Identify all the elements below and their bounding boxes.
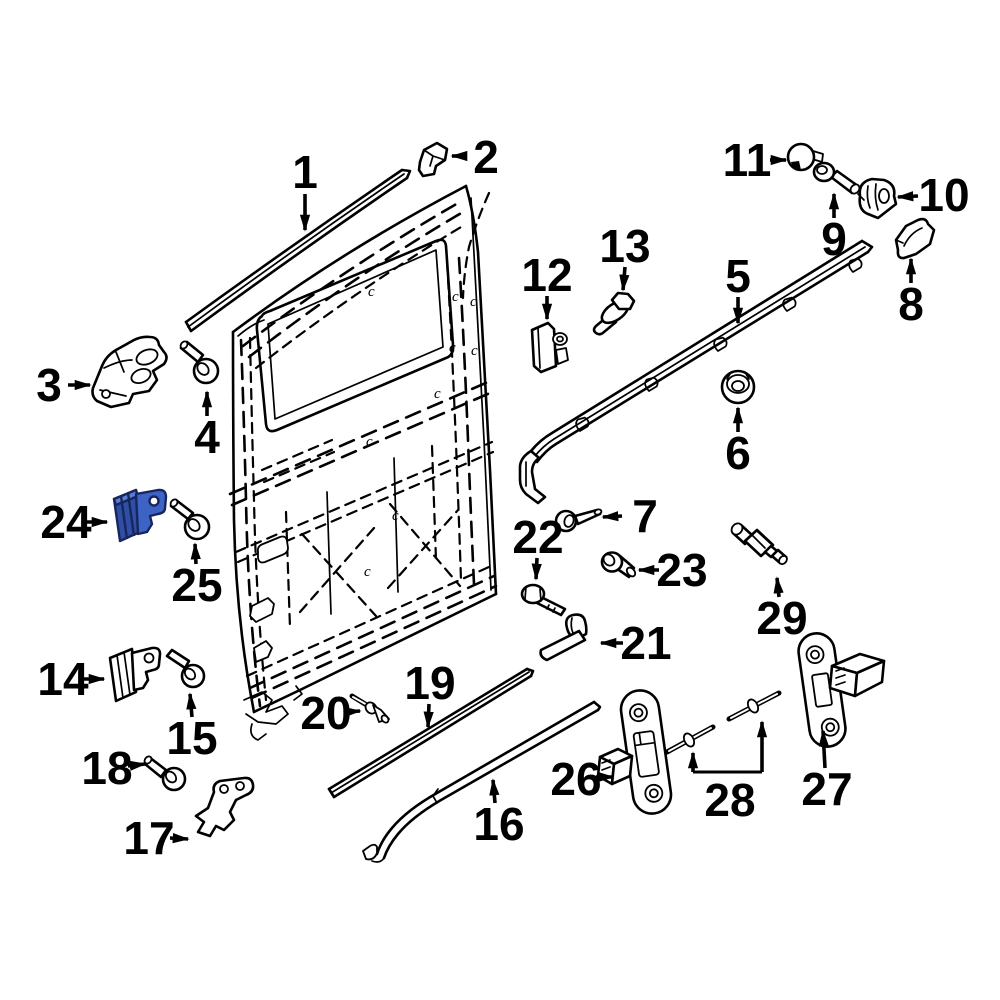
callout-29[interactable]: 29 (756, 576, 808, 644)
part-4-drawing (179, 340, 220, 385)
clip-mark: c (471, 343, 478, 359)
callout-10-label[interactable]: 10 (918, 169, 969, 221)
part-6-drawing (720, 369, 756, 405)
part-7-drawing (554, 508, 603, 533)
callout-6[interactable]: 6 (725, 406, 751, 479)
callout-6-label[interactable]: 6 (725, 427, 751, 479)
part-3-drawing (91, 335, 168, 409)
sliding-door-panel-drawing: c c c c c c c c c (228, 184, 498, 741)
part-17-drawing (194, 776, 255, 838)
part-24-drawing-highlighted[interactable] (112, 488, 168, 543)
part-10-drawing (857, 177, 898, 220)
callout-28-label[interactable]: 28 (704, 774, 755, 826)
part-8-drawing (894, 217, 936, 260)
part-20-drawing (349, 693, 390, 724)
clip-mark: c (368, 284, 375, 300)
callout-28[interactable]: 28 (687, 720, 768, 826)
part-28-drawing (664, 690, 782, 755)
clip-mark: c (434, 386, 441, 402)
callout-18[interactable]: 18 (81, 742, 147, 794)
part-13-drawing (592, 291, 636, 336)
callout-17[interactable]: 17 (123, 812, 190, 864)
callout-14-label[interactable]: 14 (37, 653, 89, 705)
callout-3-label[interactable]: 3 (36, 359, 62, 411)
callout-9-label[interactable]: 9 (821, 213, 847, 265)
part-22-drawing (520, 583, 567, 617)
part-24-hole (148, 495, 160, 507)
part-11-drawing (786, 142, 824, 172)
callout-23-label[interactable]: 23 (656, 544, 707, 596)
callout-16[interactable]: 16 (473, 778, 525, 850)
clip-mark: c (364, 564, 371, 580)
callout-3[interactable]: 3 (36, 359, 92, 411)
callout-24[interactable]: 24 (40, 496, 109, 548)
callout-11[interactable]: 11 (723, 134, 788, 186)
part-1-drawing (184, 168, 412, 333)
callout-4[interactable]: 4 (194, 390, 220, 463)
callout-26[interactable]: 26 (550, 753, 615, 805)
part-27-drawing (797, 632, 886, 748)
part-29-drawing (730, 522, 788, 566)
callout-18-label[interactable]: 18 (81, 742, 132, 794)
callout-21-label[interactable]: 21 (620, 617, 671, 669)
callout-16-label[interactable]: 16 (473, 798, 524, 850)
callout-15-label[interactable]: 15 (166, 712, 217, 764)
part-2-drawing (417, 141, 449, 178)
callout-17-label[interactable]: 17 (123, 812, 174, 864)
clip-mark: c (392, 508, 399, 524)
callout-26-label[interactable]: 26 (550, 753, 601, 805)
callout-22[interactable]: 22 (512, 511, 564, 581)
callout-20-label[interactable]: 20 (300, 687, 351, 739)
part-14-drawing (108, 646, 162, 703)
callout-14[interactable]: 14 (37, 653, 106, 705)
part-25-drawing (169, 498, 211, 541)
part-12-drawing (530, 321, 569, 374)
callout-5-label[interactable]: 5 (725, 250, 751, 302)
callout-1[interactable]: 1 (292, 146, 318, 232)
callout-25[interactable]: 25 (171, 542, 223, 611)
callout-4-label[interactable]: 4 (194, 411, 220, 463)
part-18-drawing (143, 755, 187, 792)
callout-12-label[interactable]: 12 (521, 249, 572, 301)
callout-7[interactable]: 7 (601, 490, 658, 542)
callout-9[interactable]: 9 (821, 192, 847, 265)
callout-20[interactable]: 20 (300, 687, 362, 739)
callout-7-label[interactable]: 7 (632, 490, 658, 542)
callout-27-label[interactable]: 27 (801, 763, 852, 815)
callout-15[interactable]: 15 (166, 692, 218, 764)
part-9-drawing (812, 161, 861, 195)
callout-23[interactable]: 23 (637, 544, 708, 596)
callout-2[interactable]: 2 (450, 131, 499, 183)
part-16-drawing (362, 700, 602, 863)
clip-mark: c (366, 434, 373, 450)
part-15-drawing (165, 648, 206, 689)
callout-8-label[interactable]: 8 (898, 278, 924, 330)
callout-2-label[interactable]: 2 (473, 131, 499, 183)
callout-24-label[interactable]: 24 (40, 496, 92, 548)
callout-13-label[interactable]: 13 (599, 220, 650, 272)
clip-mark: c (449, 340, 456, 356)
callout-22-label[interactable]: 22 (512, 511, 563, 563)
callout-1-label[interactable]: 1 (292, 146, 318, 198)
callout-10[interactable]: 10 (896, 169, 970, 221)
callout-21[interactable]: 21 (599, 617, 672, 669)
clip-mark: c (470, 294, 477, 310)
callout-19[interactable]: 19 (404, 657, 456, 729)
part-26-drawing (596, 689, 673, 815)
callout-29-label[interactable]: 29 (756, 592, 807, 644)
clip-mark: c (452, 289, 459, 305)
part-21-drawing (539, 613, 588, 662)
callout-11-label[interactable]: 11 (723, 134, 772, 186)
part-23-drawing (600, 551, 637, 579)
callout-19-label[interactable]: 19 (404, 657, 455, 709)
part-19-drawing (327, 667, 535, 799)
callout-25-label[interactable]: 25 (171, 559, 222, 611)
callout-27[interactable]: 27 (801, 729, 853, 815)
callout-13[interactable]: 13 (599, 220, 651, 292)
callout-12[interactable]: 12 (521, 249, 573, 321)
callout-5[interactable]: 5 (725, 250, 751, 325)
callout-8[interactable]: 8 (898, 257, 924, 330)
part-5-drawing (518, 239, 874, 505)
